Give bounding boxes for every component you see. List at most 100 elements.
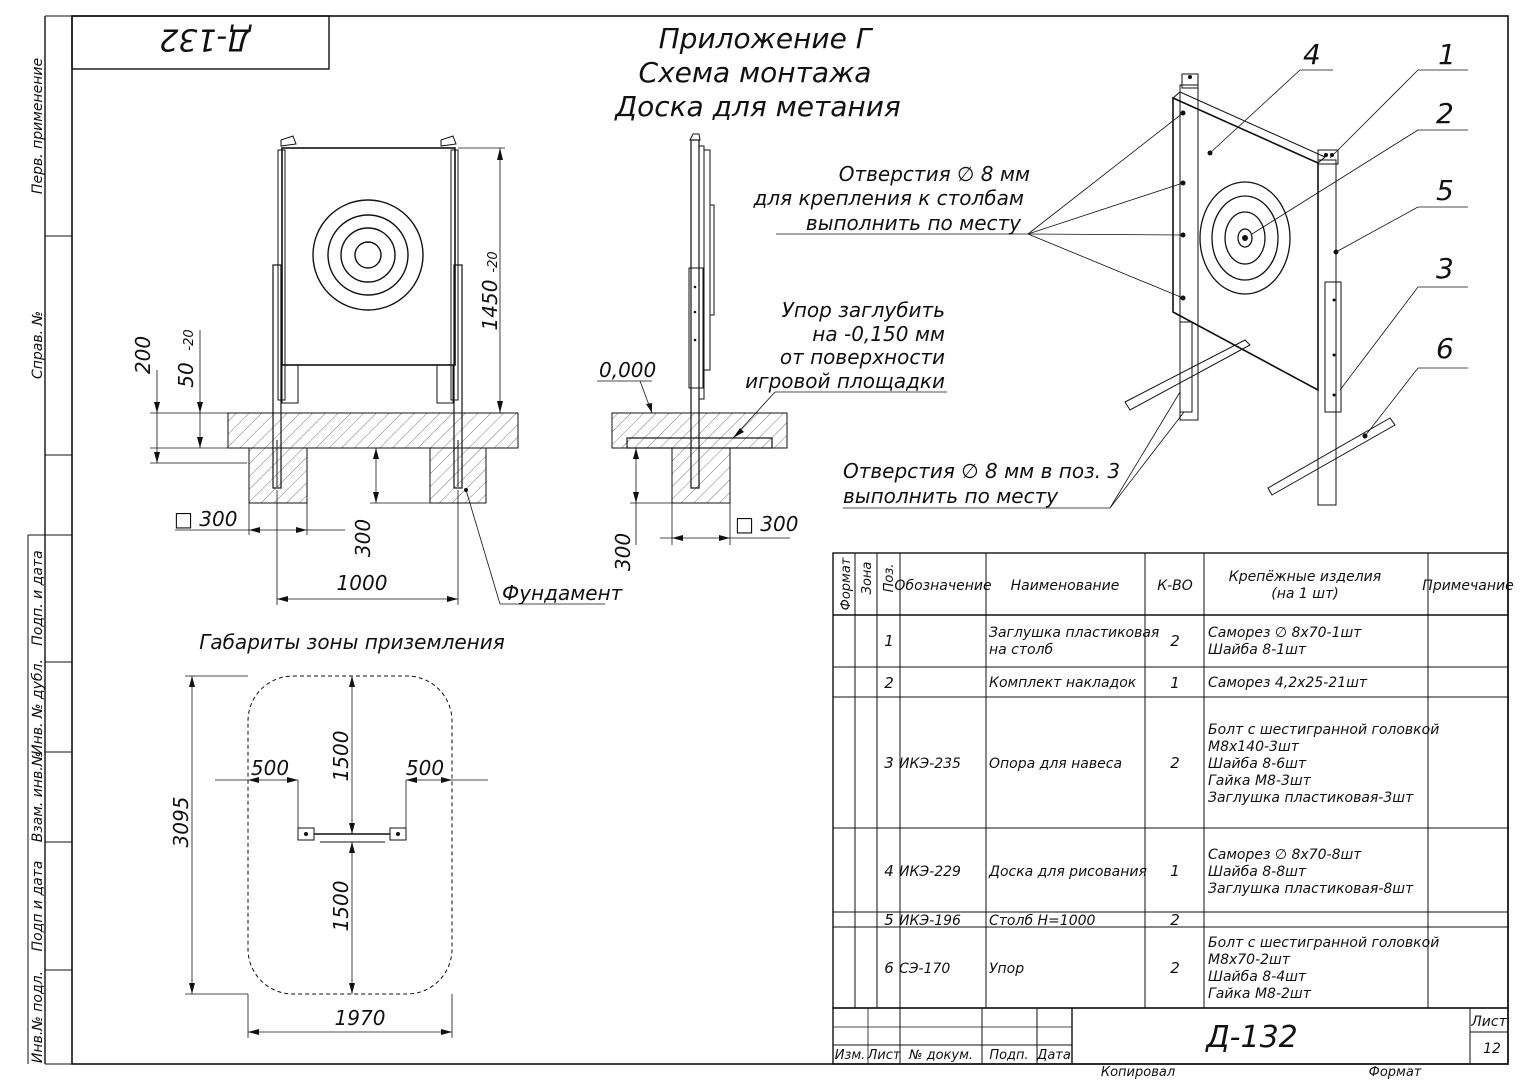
th-format: Формат xyxy=(839,557,854,610)
tb-copied: Копировал xyxy=(1101,1065,1175,1080)
th-note: Примечание xyxy=(1422,578,1513,594)
table-row: 4 ИКЭ-229 Доска для рисования 1 Саморез … xyxy=(884,847,1414,897)
svg-text:Заглушка пластиковая-8шт: Заглушка пластиковая-8шт xyxy=(1208,881,1414,897)
svg-text:Опора для навеса: Опора для навеса xyxy=(989,756,1122,772)
callout-2: 2 xyxy=(1436,97,1454,130)
side-label-inv-dubl: Инв. № дубл. xyxy=(30,659,46,755)
svg-text:Болт с шестигранной головкой: Болт с шестигранной головкой xyxy=(1208,722,1439,738)
stamp-code: Д-132 xyxy=(159,22,253,57)
title-block: Изм. Лист № докум. Подп. Дата Д-132 Лист… xyxy=(832,1007,1509,1080)
svg-text:3: 3 xyxy=(884,754,894,772)
spec-table: Формат Зона Поз. Обозначение Наименовани… xyxy=(832,552,1514,1009)
svg-text:Саморез 4,2х25-21шт: Саморез 4,2х25-21шт xyxy=(1208,675,1368,691)
side-dim-300: 300 xyxy=(611,533,635,571)
table-row: 6 СЭ-170 Упор 2 Болт с шестигранной голо… xyxy=(884,935,1439,1002)
tb-col-date: Дата xyxy=(1036,1048,1071,1063)
stop-note-2: на -0,150 мм xyxy=(812,322,945,346)
front-view: 1450 -20 200 50 -20 □ 300 300 100 xyxy=(131,135,624,605)
tb-sheet-number: 12 xyxy=(1483,1041,1501,1057)
dim-50-tol: -20 xyxy=(182,329,197,350)
svg-text:Комплект накладок: Комплект накладок xyxy=(989,675,1137,691)
svg-text:1: 1 xyxy=(884,632,894,650)
svg-text:ИКЭ-229: ИКЭ-229 xyxy=(899,864,961,880)
svg-text:2: 2 xyxy=(1170,632,1180,650)
level-0: 0,000 xyxy=(599,358,656,382)
tb-sheet-label: Лист xyxy=(1470,1014,1507,1030)
front-square-300: □ 300 xyxy=(174,507,237,531)
dim-1970: 1970 xyxy=(335,1006,386,1030)
svg-text:Шайба 8-8шт: Шайба 8-8шт xyxy=(1208,864,1307,880)
side-label-sprav: Справ. № xyxy=(30,311,46,379)
tb-col-sign: Подп. xyxy=(989,1048,1028,1063)
svg-text:2: 2 xyxy=(1170,754,1180,772)
side-label-vzam: Взам. инв.№ xyxy=(30,752,46,843)
title-line-3: Доска для метания xyxy=(613,90,901,123)
svg-text:4: 4 xyxy=(884,862,894,880)
tb-code: Д-132 xyxy=(1204,1020,1298,1055)
stamp-box xyxy=(71,15,330,70)
title-line-1: Приложение Г xyxy=(659,22,874,55)
holes-note-2-line-2: выполнить по месту xyxy=(843,484,1059,508)
svg-text:6: 6 xyxy=(884,959,894,977)
svg-text:Шайба 8-1шт: Шайба 8-1шт xyxy=(1208,642,1307,658)
side-label-perv: Перв. применение xyxy=(30,58,46,194)
holes-note-1-line-3: выполнить по месту xyxy=(806,211,1022,235)
svg-text:ИКЭ-196: ИКЭ-196 xyxy=(899,913,961,929)
sheet-border xyxy=(71,15,1509,1065)
landing-zone: Габариты зоны приземления 3095 1500 1500… xyxy=(169,630,505,1038)
side-label-podp1: Подп. и дата xyxy=(30,550,46,645)
svg-text:2: 2 xyxy=(1170,959,1180,977)
table-row: 5 ИКЭ-196 Столб Н=1000 2 xyxy=(884,911,1180,929)
svg-text:2: 2 xyxy=(884,674,894,692)
th-qty: К-ВО xyxy=(1157,578,1193,594)
svg-text:Саморез ∅ 8х70-8шт: Саморез ∅ 8х70-8шт xyxy=(1208,847,1362,863)
holes-note-2-line-1: Отверстия ∅ 8 мм в поз. 3 xyxy=(843,459,1120,483)
callout-3: 3 xyxy=(1436,252,1454,285)
svg-text:Упор: Упор xyxy=(989,961,1024,977)
svg-text:Гайка М8-3шт: Гайка М8-3шт xyxy=(1208,773,1312,789)
side-square-300: □ 300 xyxy=(735,512,798,536)
svg-text:М8х140-3шт: М8х140-3шт xyxy=(1208,739,1300,755)
th-fasteners-2: (на 1 шт) xyxy=(1271,586,1338,602)
stop-note-1: Упор заглубить xyxy=(782,298,945,322)
dim-1500-top: 1500 xyxy=(329,731,353,782)
svg-text:Доска для рисования: Доска для рисования xyxy=(988,864,1147,880)
front-dim-300: 300 xyxy=(351,519,375,557)
svg-text:Шайба 8-6шт: Шайба 8-6шт xyxy=(1208,756,1307,772)
table-row: 3 ИКЭ-235 Опора для навеса 2 Болт с шест… xyxy=(884,722,1439,806)
tb-col-list: Лист xyxy=(867,1048,901,1063)
front-board xyxy=(281,147,456,366)
th-code: Обозначение xyxy=(894,578,991,594)
svg-text:СЭ-170: СЭ-170 xyxy=(899,961,950,977)
svg-text:Саморез ∅ 8х70-1шт: Саморез ∅ 8х70-1шт xyxy=(1208,625,1362,641)
iso-board xyxy=(1172,96,1319,392)
callout-5: 5 xyxy=(1436,174,1454,207)
th-pos: Поз. xyxy=(882,564,897,593)
th-zone: Зона xyxy=(860,562,875,595)
foundation-label: Фундамент xyxy=(502,581,624,605)
table-row: 2 Комплект накладок 1 Саморез 4,2х25-21ш… xyxy=(884,674,1368,692)
svg-text:Шайба 8-4шт: Шайба 8-4шт xyxy=(1208,969,1307,985)
dim-1500-bottom: 1500 xyxy=(329,881,353,932)
tb-col-izm: Изм. xyxy=(835,1048,866,1063)
svg-text:Заглушка пластиковая: Заглушка пластиковая xyxy=(989,625,1159,641)
th-fasteners-1: Крепёжные изделия xyxy=(1229,569,1381,585)
svg-text:Столб Н=1000: Столб Н=1000 xyxy=(989,913,1096,929)
th-name: Наименование xyxy=(1011,578,1120,594)
side-label-podp2: Подп и дата xyxy=(30,861,46,952)
svg-text:М8х70-2шт: М8х70-2шт xyxy=(1208,952,1291,968)
title-line-2: Схема монтажа xyxy=(639,56,872,89)
dim-1450-tol: -20 xyxy=(486,251,501,272)
holes-note-1-line-2: для крепления к столбам xyxy=(753,186,1025,210)
dim-1450: 1450 xyxy=(478,280,502,331)
dim-3095: 3095 xyxy=(169,797,193,848)
callout-6: 6 xyxy=(1436,332,1454,365)
landing-zone-title: Габариты зоны приземления xyxy=(199,630,505,654)
tb-format: Формат xyxy=(1369,1065,1422,1080)
svg-text:1: 1 xyxy=(1170,862,1180,880)
dim-500-left: 500 xyxy=(251,756,289,780)
stop-note-3: от поверхности xyxy=(780,345,945,369)
svg-text:Заглушка пластиковая-3шт: Заглушка пластиковая-3шт xyxy=(1208,790,1414,806)
svg-text:на столб: на столб xyxy=(989,642,1054,658)
